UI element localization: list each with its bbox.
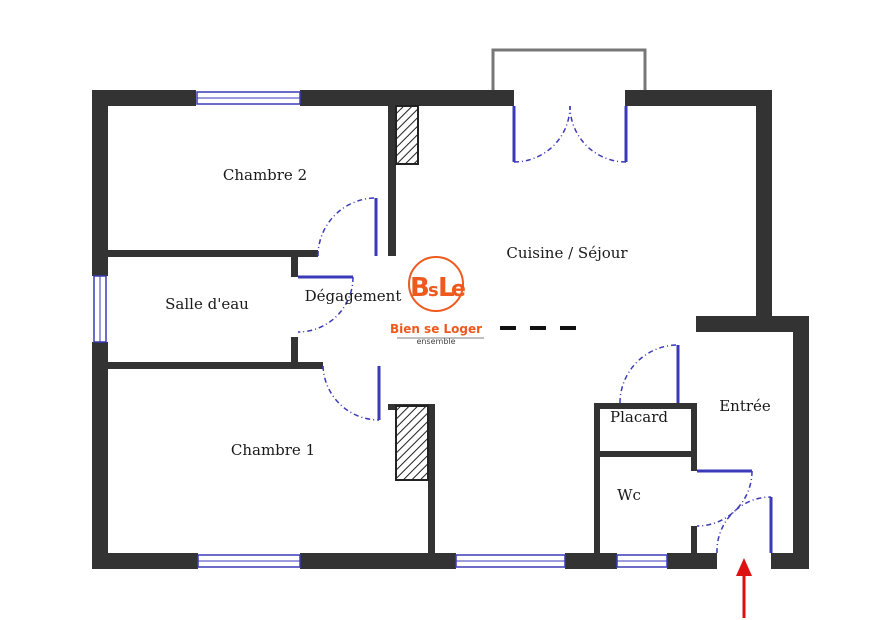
room-label-wc: Wc [617, 486, 641, 504]
room-label-salle-eau: Salle d'eau [165, 295, 249, 313]
wall-sde-right-bottom [291, 337, 298, 367]
wall-sde-right-top [291, 257, 298, 277]
logo-mark-l: L [438, 273, 455, 303]
door-balcony [512, 105, 628, 163]
logo-circle [408, 256, 464, 312]
exterior-walls [92, 90, 809, 569]
logo-subline: ensemble [416, 337, 455, 346]
wall-top-right [625, 90, 772, 106]
wall-ch1-right [428, 404, 435, 556]
wall-left-upper [92, 90, 108, 276]
logo: B s L e Bien se Loger ensemble [390, 256, 484, 346]
entrance-arrow-icon [736, 558, 752, 618]
door-placard [619, 344, 680, 404]
wall-bottom-5 [771, 553, 809, 569]
wall-step [696, 316, 808, 332]
logo-mark-b: B [410, 273, 430, 303]
wall-ch2-bottom [108, 250, 318, 257]
wall-right-lower [793, 316, 809, 569]
duct-top [395, 105, 419, 165]
wall-bottom-2 [300, 553, 456, 569]
logo-mark-e: e [451, 277, 466, 302]
room-label-degagement: Dégagement [305, 287, 402, 305]
wall-placard-top [594, 403, 696, 409]
room-label-chambre2: Chambre 2 [223, 166, 307, 184]
door-salle-eau [297, 275, 354, 333]
duct-bottom [395, 405, 429, 481]
wall-wc-right [691, 526, 697, 556]
door-entree [716, 496, 773, 554]
room-label-chambre1: Chambre 1 [231, 441, 315, 459]
wall-top-left [92, 90, 196, 106]
wall-ch2-right [388, 106, 396, 256]
wall-ch1-top [108, 362, 323, 369]
room-label-cuisine-sejour: Cuisine / Séjour [506, 244, 628, 262]
windows [93, 91, 668, 568]
room-label-placard: Placard [610, 408, 668, 426]
wall-left-lower [92, 342, 108, 569]
wall-bottom-1 [92, 553, 198, 569]
wall-wc-top [594, 451, 696, 457]
room-label-entree: Entrée [719, 397, 771, 415]
wall-placard-left [594, 403, 600, 553]
wall-right-upper [756, 90, 772, 327]
door-chambre2 [317, 197, 378, 257]
logo-mark-s: s [428, 280, 439, 301]
door-wc [696, 469, 753, 527]
balcony-outline [491, 48, 647, 93]
wall-bottom-4 [667, 553, 717, 569]
door-chambre1 [322, 365, 381, 421]
wall-placard-right [691, 403, 697, 471]
logo-tagline: Bien se Loger [390, 322, 482, 336]
doors [297, 105, 773, 554]
wall-bottom-3 [565, 553, 617, 569]
wall-top-mid [300, 90, 514, 106]
